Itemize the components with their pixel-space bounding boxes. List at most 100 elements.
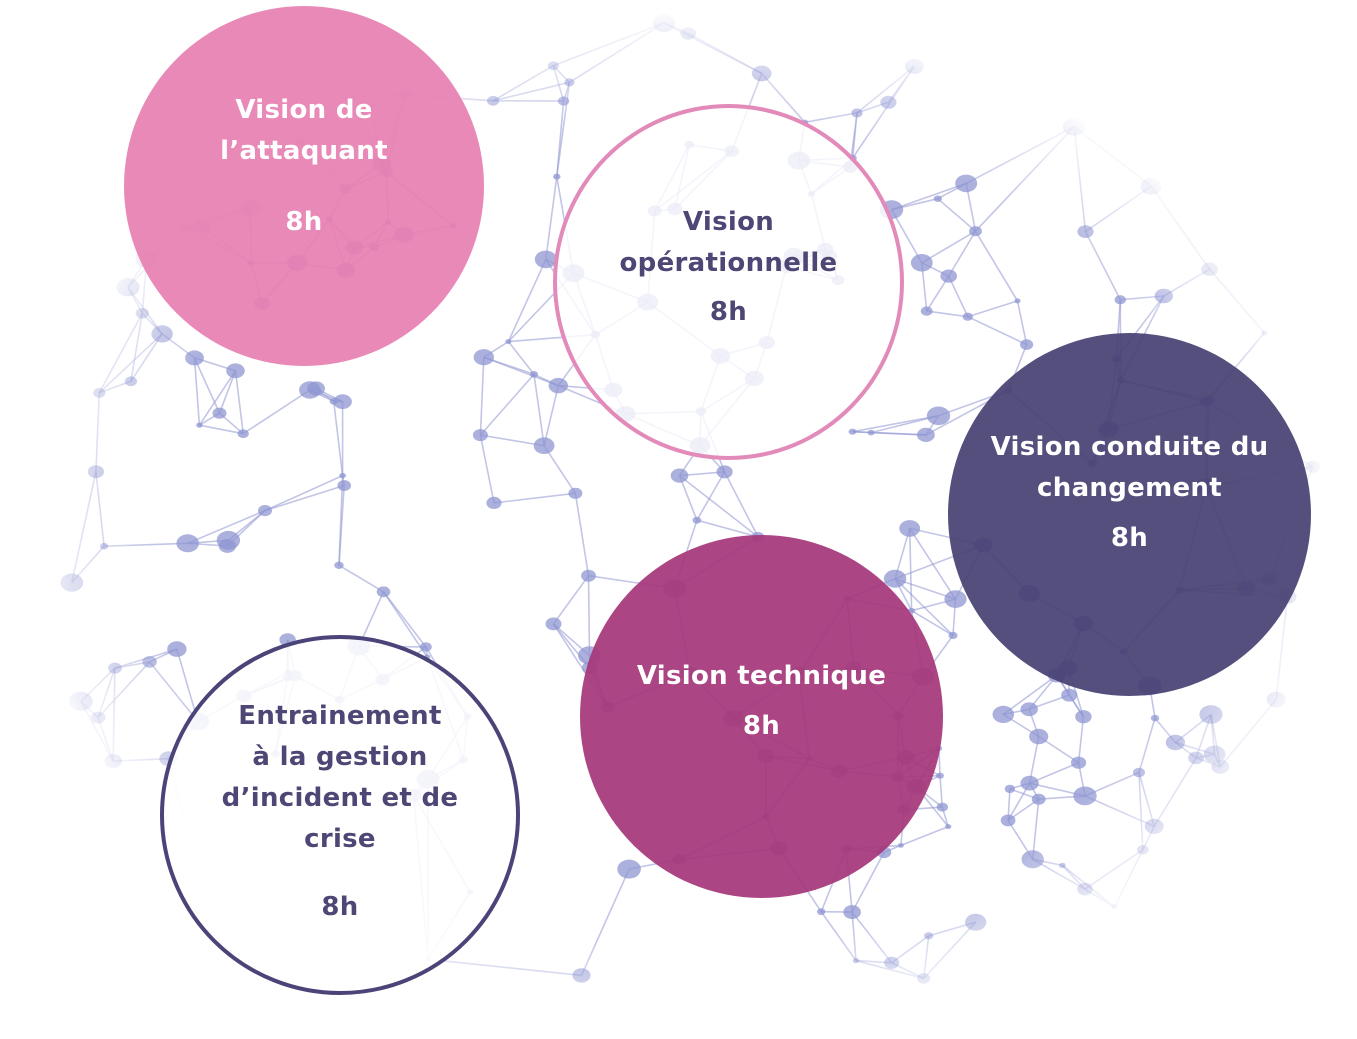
network-edge xyxy=(95,392,101,472)
network-node xyxy=(1031,793,1046,805)
bubble-entrainement-gestion-crise: Entrainement à la gestion d’incident et … xyxy=(160,635,520,995)
network-edge xyxy=(1073,126,1087,232)
network-edge xyxy=(967,315,1027,346)
bubble-title-line: Vision conduite du xyxy=(990,431,1269,462)
network-edge xyxy=(967,300,1018,318)
network-edge xyxy=(1077,716,1085,763)
network-edge xyxy=(804,112,858,124)
network-edge xyxy=(1029,761,1079,784)
network-edge xyxy=(552,575,590,625)
network-edge xyxy=(965,125,1075,185)
network-edge xyxy=(851,911,893,964)
bubble-vision-technique: Vision technique 8h xyxy=(580,535,943,898)
network-edge xyxy=(543,445,577,494)
bubble-duration: 8h xyxy=(742,711,781,741)
network-edge xyxy=(199,424,244,435)
network-edge xyxy=(974,230,1019,302)
network-edge xyxy=(926,310,968,318)
network-node xyxy=(1071,756,1087,769)
network-edge xyxy=(937,198,977,232)
network-node xyxy=(581,569,596,582)
network-node xyxy=(87,465,104,479)
network-node xyxy=(1201,262,1218,276)
network-node xyxy=(1154,288,1174,304)
network-edge xyxy=(427,958,582,977)
network-edge xyxy=(900,825,949,847)
network-edge xyxy=(1153,757,1197,827)
network-edge xyxy=(947,275,969,318)
network-edge xyxy=(338,564,384,593)
network-node xyxy=(473,349,494,366)
network-node xyxy=(692,516,702,524)
network-node xyxy=(116,278,140,297)
network-node xyxy=(1261,330,1268,336)
bubble-title: Vision de l’attaquant xyxy=(220,90,388,172)
network-edge xyxy=(574,493,590,576)
network-node xyxy=(917,973,931,984)
network-node xyxy=(339,472,346,479)
network-edge xyxy=(479,434,495,504)
network-edge xyxy=(1085,185,1152,233)
network-node xyxy=(108,662,122,674)
network-node xyxy=(1004,784,1016,794)
bubble-title: Vision opérationnelle xyxy=(620,202,838,284)
network-node xyxy=(237,429,249,439)
network-edge xyxy=(696,471,726,521)
network-node xyxy=(299,381,321,399)
network-edge xyxy=(1073,126,1152,187)
network-node xyxy=(680,27,697,40)
network-edge xyxy=(852,415,939,433)
network-node xyxy=(1211,759,1230,774)
bubble-title: Vision technique xyxy=(637,656,886,697)
bubble-title-line: crise xyxy=(304,824,376,854)
network-node xyxy=(1021,850,1044,869)
network-node xyxy=(843,905,861,920)
network-node xyxy=(751,65,772,82)
network-node xyxy=(944,590,967,608)
network-edge xyxy=(80,701,114,762)
network-node xyxy=(90,711,106,724)
network-node xyxy=(100,542,109,550)
bubble-title: Vision conduite du changement xyxy=(991,427,1269,509)
network-node xyxy=(534,250,557,269)
network-edge xyxy=(1208,268,1266,334)
network-node xyxy=(933,195,942,202)
network-node xyxy=(142,656,157,668)
network-edge xyxy=(761,72,806,123)
network-edge xyxy=(332,401,344,476)
network-node xyxy=(940,269,957,283)
bubble-duration: 8h xyxy=(1110,522,1149,553)
network-node xyxy=(1144,818,1164,835)
network-node xyxy=(60,573,84,592)
network-node xyxy=(897,843,904,848)
network-edge xyxy=(587,575,591,656)
bubble-title-line: l’attaquant xyxy=(220,135,388,166)
network-node xyxy=(151,325,173,343)
bubble-duration: 8h xyxy=(321,892,359,922)
network-node xyxy=(553,173,561,180)
network-edge xyxy=(493,492,576,504)
network-node xyxy=(545,617,562,631)
network-node xyxy=(880,95,897,109)
network-edge xyxy=(856,65,915,114)
network-edge xyxy=(1016,300,1028,345)
network-node xyxy=(945,824,952,830)
network-edge xyxy=(264,484,345,512)
network-node xyxy=(334,561,344,569)
network-node xyxy=(1133,767,1145,778)
network-edge xyxy=(193,357,221,414)
network-edge xyxy=(1150,185,1211,270)
network-node xyxy=(851,108,863,118)
network-edge xyxy=(492,65,554,102)
network-node xyxy=(1188,751,1204,765)
bubble-title-line: d’incident et de xyxy=(221,783,459,813)
bubble-duration: 8h xyxy=(709,296,748,327)
network-node xyxy=(104,754,122,769)
network-node xyxy=(487,95,500,106)
network-edge xyxy=(1163,268,1211,297)
network-node xyxy=(716,465,733,479)
network-node xyxy=(955,174,978,193)
network-node xyxy=(93,387,106,398)
network-edge xyxy=(1138,717,1156,773)
network-edge xyxy=(891,182,967,211)
